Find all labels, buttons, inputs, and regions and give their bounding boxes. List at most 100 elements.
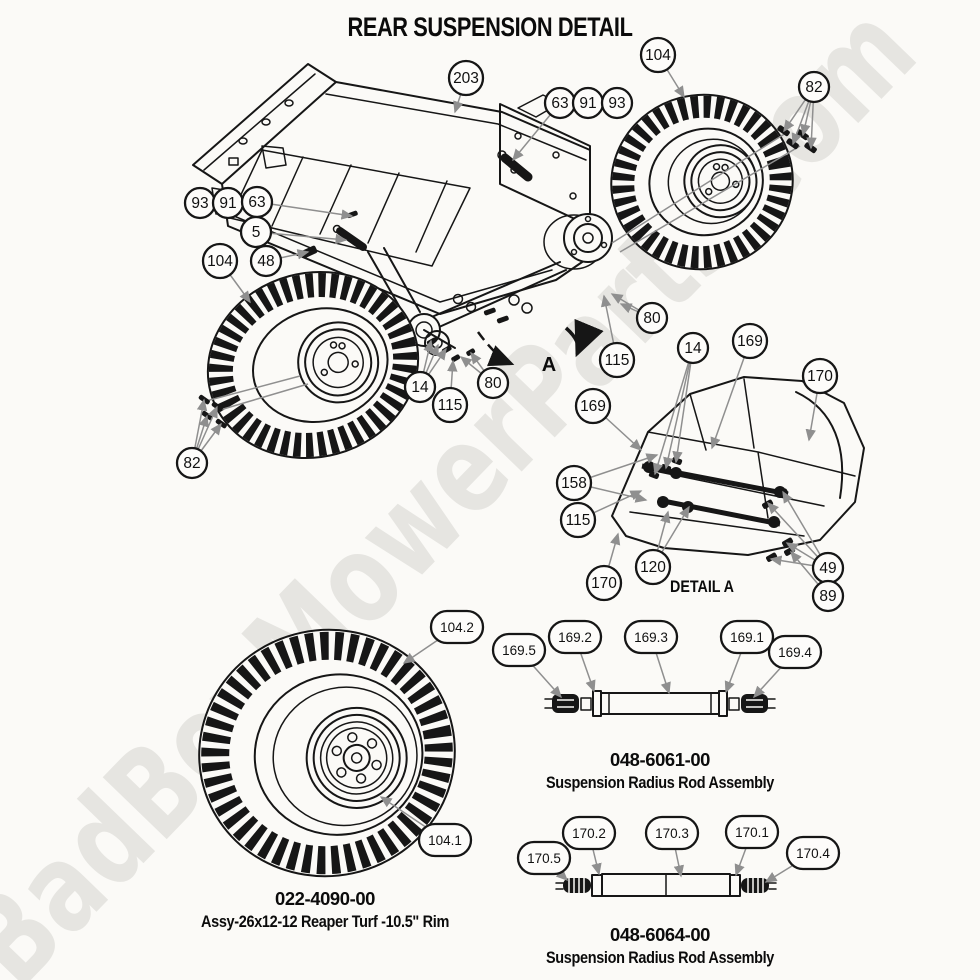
wheel-part-name: Assy-26x12-12 Reaper Turf -10.5" Rim (201, 912, 449, 931)
callout-bubble (403, 370, 437, 404)
callout-number: 104 (645, 47, 671, 64)
callout-number: 170 (807, 368, 833, 385)
callout-number: 169.3 (634, 630, 668, 645)
callout-93: 93 (183, 186, 217, 220)
callout-169: 169 (574, 387, 612, 425)
view-arrow-label: A (542, 354, 556, 376)
callout-104.1: 104.1 (417, 822, 473, 858)
callout-bubble (447, 59, 485, 97)
callout-bubble (644, 815, 700, 851)
callout-number: 115 (605, 352, 630, 369)
callout-169.4: 169.4 (767, 634, 823, 670)
detail-a-indicator: A (476, 318, 604, 376)
wheel-assembly-drawing (198, 628, 456, 878)
callout-bubble (719, 619, 775, 655)
callout-number: 115 (438, 397, 463, 414)
radius-rod-2-drawing (555, 873, 777, 897)
callout-63: 63 (543, 86, 577, 120)
callout-bubble (555, 464, 593, 502)
rod2-part-number: 048-6064-00 (610, 925, 710, 945)
callout-number: 170.1 (735, 825, 769, 840)
callout-bubble (676, 331, 710, 365)
callout-bubble (201, 242, 239, 280)
callout-number: 169.5 (502, 643, 536, 658)
callout-number: 169.4 (778, 645, 812, 660)
callout-number: 170.2 (572, 826, 606, 841)
callout-number: 48 (257, 253, 274, 270)
right-rear-tire-drawing (610, 93, 794, 271)
callout-170.1: 170.1 (724, 814, 780, 850)
callout-115: 115 (431, 386, 469, 424)
callout-bubble (598, 341, 636, 379)
callout-bubble (429, 609, 485, 645)
callout-169.1: 169.1 (719, 619, 775, 655)
callout-number: 91 (579, 95, 596, 112)
callout-120: 120 (634, 548, 672, 586)
callout-number: 120 (640, 559, 666, 576)
callout-number: 63 (248, 194, 265, 211)
callout-93: 93 (600, 86, 634, 120)
callout-number: 104 (207, 253, 233, 270)
callout-170: 170 (585, 564, 623, 602)
callout-bubble (585, 564, 623, 602)
callout-number: 93 (608, 95, 625, 112)
callout-bubble (623, 619, 679, 655)
callout-number: 169.2 (558, 630, 592, 645)
callout-82: 82 (175, 446, 209, 480)
callout-bubble (801, 357, 839, 395)
leader-line (710, 340, 751, 450)
callout-number: 14 (684, 340, 702, 357)
callout-14: 14 (676, 331, 710, 365)
callout-49: 49 (811, 551, 845, 585)
callout-number: 169 (580, 398, 606, 415)
callout-5: 5 (239, 215, 273, 249)
callout-170.3: 170.3 (644, 815, 700, 851)
callout-number: 63 (551, 95, 568, 112)
callout-80: 80 (476, 366, 510, 400)
callout-bubble (491, 632, 547, 668)
callout-bubble (175, 446, 209, 480)
callout-bubble (785, 835, 841, 871)
callout-169: 169 (731, 322, 769, 360)
callout-170.2: 170.2 (561, 815, 617, 851)
callout-number: 169.1 (730, 630, 764, 645)
leader-line (672, 347, 694, 464)
radius-rod-1-drawing (544, 690, 776, 717)
callout-number: 104.1 (428, 833, 462, 848)
callout-bubble (724, 814, 780, 850)
callout-170.4: 170.4 (785, 835, 841, 871)
callout-number: 82 (805, 79, 822, 96)
callout-number: 169 (737, 333, 763, 350)
callout-number: 170.4 (796, 846, 830, 861)
callout-bubble (600, 86, 634, 120)
detail-a-label: DETAIL A (670, 577, 734, 596)
callout-170: 170 (801, 357, 839, 395)
callout-bubble (249, 244, 283, 278)
callout-104: 104 (639, 36, 677, 74)
callout-169.3: 169.3 (623, 619, 679, 655)
callout-bubble (639, 36, 677, 74)
callout-115: 115 (559, 501, 597, 539)
callout-bubble (797, 70, 831, 104)
callout-number: 14 (411, 379, 429, 396)
callout-158: 158 (555, 464, 593, 502)
callout-bubble (767, 634, 823, 670)
callout-bubble (634, 548, 672, 586)
callout-bubble (239, 215, 273, 249)
callout-203: 203 (447, 59, 485, 97)
callout-bubble (516, 840, 572, 876)
callout-170.5: 170.5 (516, 840, 572, 876)
callout-number: 80 (484, 375, 502, 392)
callout-104.2: 104.2 (429, 609, 485, 645)
callout-bubble (635, 301, 669, 335)
callout-number: 115 (566, 512, 591, 529)
callout-104: 104 (201, 242, 239, 280)
callout-bubble (811, 579, 845, 613)
callout-bubble (417, 822, 473, 858)
wheel-part-number: 022-4090-00 (275, 889, 375, 909)
detail-a-drawing (611, 376, 865, 562)
callout-number: 170 (591, 575, 617, 592)
callout-number: 93 (191, 195, 208, 212)
